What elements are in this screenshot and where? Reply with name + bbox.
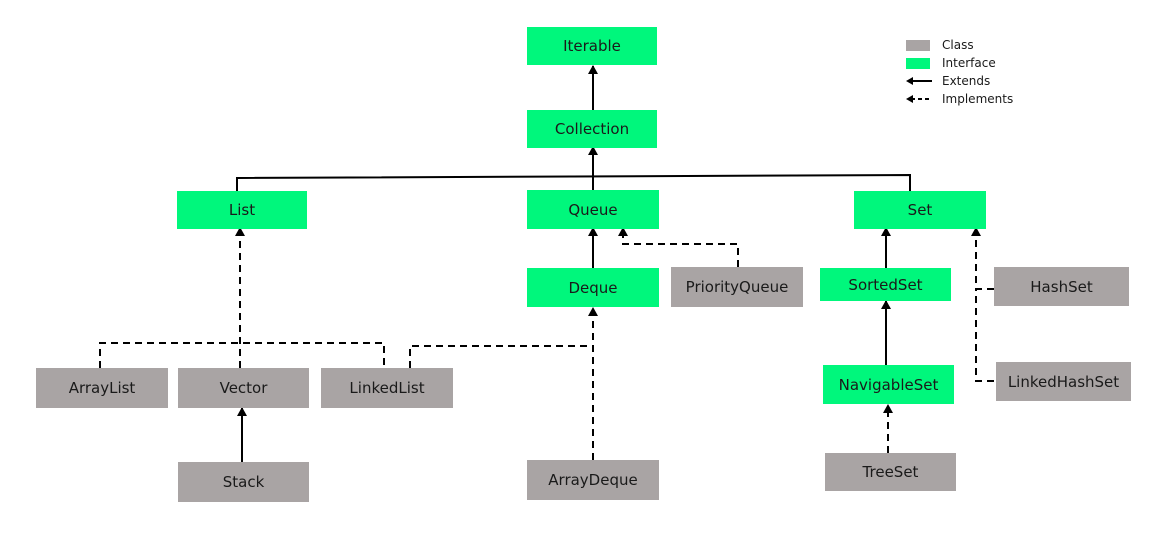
implements-arrow-icon bbox=[906, 95, 932, 103]
node-vector: Vector bbox=[178, 368, 309, 408]
node-linkedhashset: LinkedHashSet bbox=[996, 362, 1131, 401]
edge-list-queue-set-extends-collection bbox=[236, 173, 911, 191]
extends-arrow-icon bbox=[906, 77, 932, 85]
node-hashset: HashSet bbox=[994, 267, 1129, 306]
edge-hashset-implements-set bbox=[971, 227, 994, 290]
node-iterable: Iterable bbox=[527, 27, 657, 65]
node-treeset: TreeSet bbox=[825, 453, 956, 491]
legend-class: Class bbox=[906, 37, 1046, 53]
node-priorityqueue: PriorityQueue bbox=[671, 267, 803, 307]
edge-linkedlist-implements-deque bbox=[409, 345, 593, 368]
node-linkedlist: LinkedList bbox=[321, 368, 453, 408]
edge-arraylist-linkedlist-to-list bbox=[99, 342, 385, 368]
node-deque: Deque bbox=[527, 268, 659, 307]
edge-linkedhashset-implements-set bbox=[975, 289, 994, 382]
legend-extends: Extends bbox=[906, 73, 1046, 89]
legend-extends-label: Extends bbox=[942, 74, 991, 88]
node-list: List bbox=[177, 191, 307, 229]
implements-edges bbox=[99, 227, 994, 460]
extends-edges bbox=[236, 65, 911, 462]
node-arraylist: ArrayList bbox=[36, 368, 168, 408]
node-navigableset: NavigableSet bbox=[823, 365, 954, 404]
node-queue: Queue bbox=[527, 190, 659, 229]
node-set: Set bbox=[854, 191, 986, 229]
node-sortedset: SortedSet bbox=[820, 268, 951, 301]
node-arraydeque: ArrayDeque bbox=[527, 460, 659, 500]
interface-swatch bbox=[906, 58, 930, 69]
legend-implements: Implements bbox=[906, 91, 1046, 107]
legend-interface-label: Interface bbox=[942, 56, 996, 70]
legend-interface: Interface bbox=[906, 55, 1046, 71]
edge-priorityqueue-implements-queue bbox=[618, 227, 739, 267]
node-stack: Stack bbox=[178, 462, 309, 502]
legend: Class Interface Extends Implements bbox=[906, 37, 1046, 111]
class-swatch bbox=[906, 40, 930, 51]
legend-class-label: Class bbox=[942, 38, 974, 52]
legend-implements-label: Implements bbox=[942, 92, 1014, 106]
node-collection: Collection bbox=[527, 110, 657, 148]
